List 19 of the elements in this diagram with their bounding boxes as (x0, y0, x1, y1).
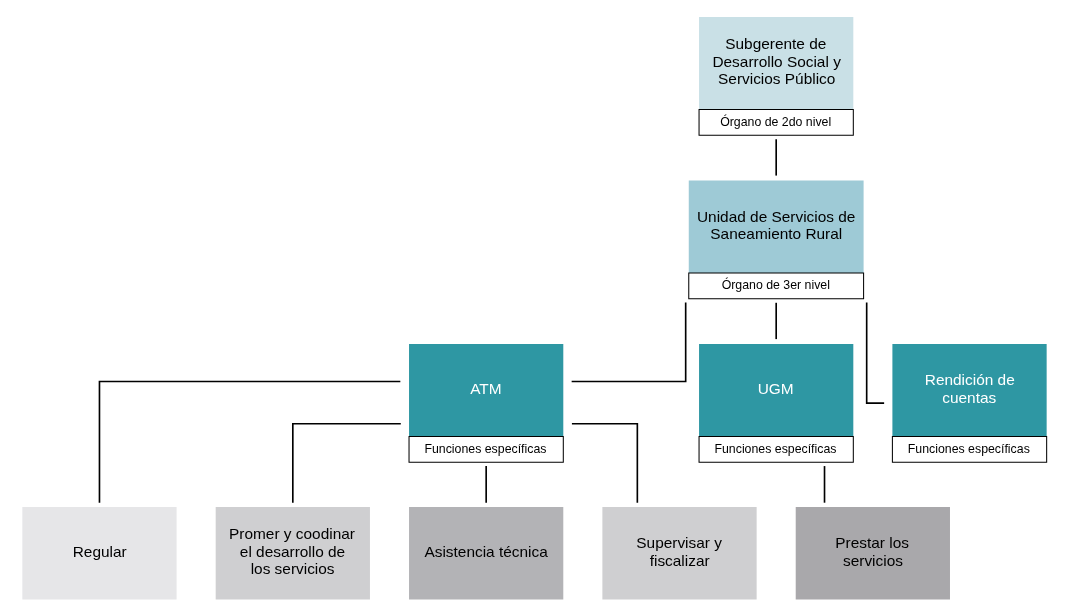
node-label: Funciones específicas (423, 441, 546, 456)
node-box: Supervisar y fiscalizar (601, 507, 757, 600)
node-box: Promer y coodinar el desarrollo de los servicios (215, 507, 370, 600)
connector (484, 465, 487, 504)
connector (774, 138, 777, 177)
connector (570, 301, 686, 383)
connector (570, 422, 638, 504)
node-box: Prestar los servicios (795, 507, 950, 600)
node-box: Regular (21, 507, 177, 600)
node-label: Órgano de 2do nivel (719, 114, 831, 129)
node-box: Asistencia técnica (408, 507, 563, 600)
connector (774, 301, 777, 340)
node-label: Funciones específicas (907, 441, 1030, 456)
node-label: Órgano de 3er nivel (721, 278, 830, 293)
node-label: Funciones específicas (713, 441, 836, 456)
connector (865, 301, 885, 404)
connector (98, 380, 401, 504)
connector (291, 422, 402, 504)
connector (823, 465, 825, 504)
